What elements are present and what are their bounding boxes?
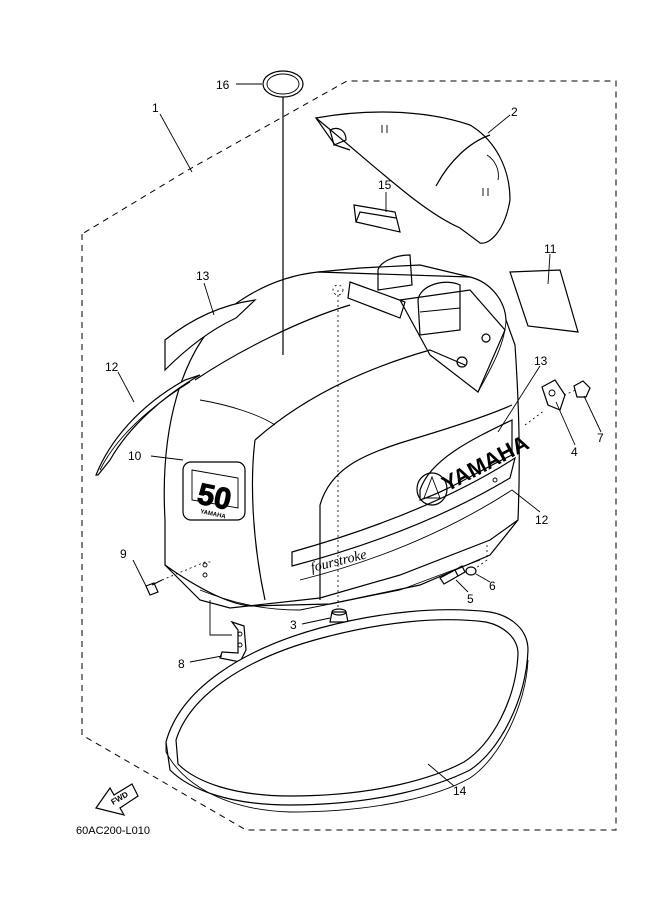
callout-7: 7 [597,431,604,445]
part-8-bracket [219,620,247,663]
part-11-decal [509,269,579,333]
part-15 [353,204,401,233]
part-2-cover [314,111,511,244]
fwd-arrow: FWD [95,783,139,816]
part-6-washer [465,566,477,576]
callout-8: 8 [178,657,185,671]
callout-13-left: 13 [196,269,210,283]
callout-4: 4 [571,445,578,459]
callout-labels: 1 2 3 4 5 6 7 8 9 10 11 12 12 13 13 14 1… [105,78,604,798]
callout-16: 16 [216,78,230,92]
callout-6: 6 [489,579,496,593]
callout-3: 3 [290,618,297,632]
leader-lines [117,83,602,787]
drawing-code: 60AC200-L010 [76,825,150,837]
part-3-grommet [329,608,349,623]
callout-14: 14 [453,784,467,798]
callout-2: 2 [511,105,518,119]
part-7-nut [573,380,591,398]
callout-15: 15 [378,178,392,192]
callout-9: 9 [120,547,127,561]
callout-13-right: 13 [534,354,548,368]
part-4-clip [541,379,566,411]
small-brand-mark: YAMAHA [200,509,227,520]
callout-1: 1 [152,101,159,115]
part-5-bolt [439,565,466,585]
part-16-ring [262,70,304,98]
callout-12-right: 12 [535,513,549,527]
top-cowling [163,254,520,611]
horsepower-mark: 50 [195,478,235,517]
part-13-left-decal [164,299,257,372]
part-9-screw [145,579,163,596]
part-14-seal [165,609,529,813]
part-12-left-decal [95,374,201,476]
assembly-boundary [81,80,617,831]
callout-10: 10 [128,449,142,463]
callout-5: 5 [467,592,474,606]
callout-12-left: 12 [105,360,119,374]
callout-11: 11 [544,242,557,256]
